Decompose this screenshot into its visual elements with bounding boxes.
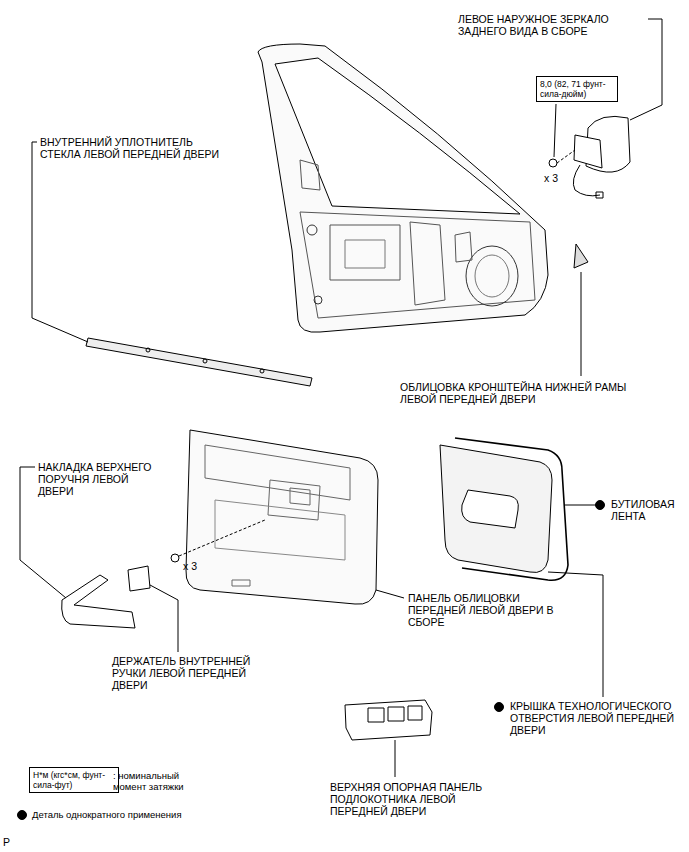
illustration-line <box>410 222 445 305</box>
illustration-line <box>549 159 557 167</box>
illustration-line <box>554 104 556 157</box>
illustration-line <box>86 338 312 386</box>
illustration-line <box>300 160 320 190</box>
illustration-line <box>440 445 552 573</box>
illustration-line <box>495 703 504 712</box>
box-text: 8,0 (82, 71 фунт-сила-дюйм) <box>540 79 614 99</box>
quantity-note: x 3 <box>544 172 574 184</box>
illustration-line <box>307 225 317 235</box>
box-text: Н*м (кгс*см, фунт-сила-фут) <box>33 770 115 790</box>
illustration-line <box>32 142 88 342</box>
illustration-line <box>179 520 265 556</box>
illustration-line <box>596 192 603 198</box>
part-name: НАКЛАДКА ВЕРХНЕГО ПОРУЧНЯ ЛЕВОЙ ДВЕРИ <box>38 461 166 497</box>
illustration-line <box>466 246 518 306</box>
illustration-line <box>146 348 150 352</box>
illustration-line <box>475 255 509 297</box>
part-name: ВЕРХНЯЯ ОПОРНАЯ ПАНЕЛЬ ПОДЛОКОТНИКА ЛЕВО… <box>330 781 498 817</box>
illustration-line <box>596 501 605 510</box>
part-name: ЛЕВОЕ НАРУЖНОЕ ЗЕРКАЛО ЗАДНЕГО ВИДА В СБ… <box>458 13 644 37</box>
illustration-line <box>581 272 582 376</box>
illustration-line <box>573 165 600 196</box>
illustration-line <box>18 811 27 820</box>
illustration-line <box>376 590 404 598</box>
illustration-line <box>395 740 396 777</box>
illustration-line <box>18 19 663 820</box>
illustration-line <box>345 700 432 740</box>
illustration-line <box>548 572 603 697</box>
illustration-line <box>330 225 400 280</box>
part-name: КРЫШКА ТЕХНОЛОГИЧЕСКОГО ОТВЕРСТИЯ ЛЕВОЙ … <box>510 700 686 736</box>
page-code: P <box>3 836 23 848</box>
illustration-line <box>275 58 520 214</box>
torque-box: 8,0 (82, 71 фунт-сила-дюйм) <box>536 76 618 102</box>
illustration-line <box>268 480 320 520</box>
illustration-line <box>574 135 602 168</box>
illustration-line <box>388 707 404 721</box>
illustration-line <box>62 575 135 628</box>
illustration-line <box>290 488 310 505</box>
illustration-line <box>314 296 322 304</box>
illustration-line <box>462 490 519 528</box>
illustration-line <box>300 212 535 318</box>
quantity-note: x 3 <box>183 560 213 572</box>
illustration-line <box>557 150 575 163</box>
illustration-line <box>630 19 662 120</box>
illustration-line <box>574 244 588 268</box>
illustration-line <box>455 438 568 580</box>
illustration-line <box>408 706 422 720</box>
illustration-line <box>203 359 207 363</box>
illustration-line <box>205 445 350 500</box>
illustration-line <box>368 708 384 722</box>
legend-torque-box: Н*м (кгс*см, фунт-сила-фут) <box>29 767 119 793</box>
illustration-line <box>186 430 378 604</box>
part-name: БУТИЛОВАЯ ЛЕНТА <box>611 498 687 522</box>
illustration-line <box>232 580 250 586</box>
illustration-line <box>215 500 345 560</box>
illustration-line <box>258 44 548 332</box>
illustration-line <box>345 240 385 268</box>
part-name: ОБЛИЦОВКА КРОНШТЕЙНА НИЖНЕЙ РАМЫ ЛЕВОЙ П… <box>400 381 645 405</box>
part-name: ПАНЕЛЬ ОБЛИЦОВКИ ПЕРЕДНЕЙ ЛЕВОЙ ДВЕРИ В … <box>408 592 560 628</box>
illustration-line <box>455 232 472 262</box>
illustration-line <box>565 505 596 506</box>
part-name: ВНУТРЕННИЙ УПЛОТНИТЕЛЬ СТЕКЛА ЛЕВОЙ ПЕРЕ… <box>40 136 232 160</box>
legend-text: : номинальный момент затяжки <box>113 770 213 792</box>
illustration-line <box>260 369 264 373</box>
legend-text: Деталь однократного применения <box>32 809 252 820</box>
illustration-line <box>171 554 179 562</box>
part-name: ДЕРЖАТЕЛЬ ВНУТРЕННЕЙ РУЧКИ ЛЕВОЙ ПЕРЕДНЕ… <box>112 655 284 691</box>
illustration-line <box>150 585 178 652</box>
illustration-line <box>128 566 150 591</box>
